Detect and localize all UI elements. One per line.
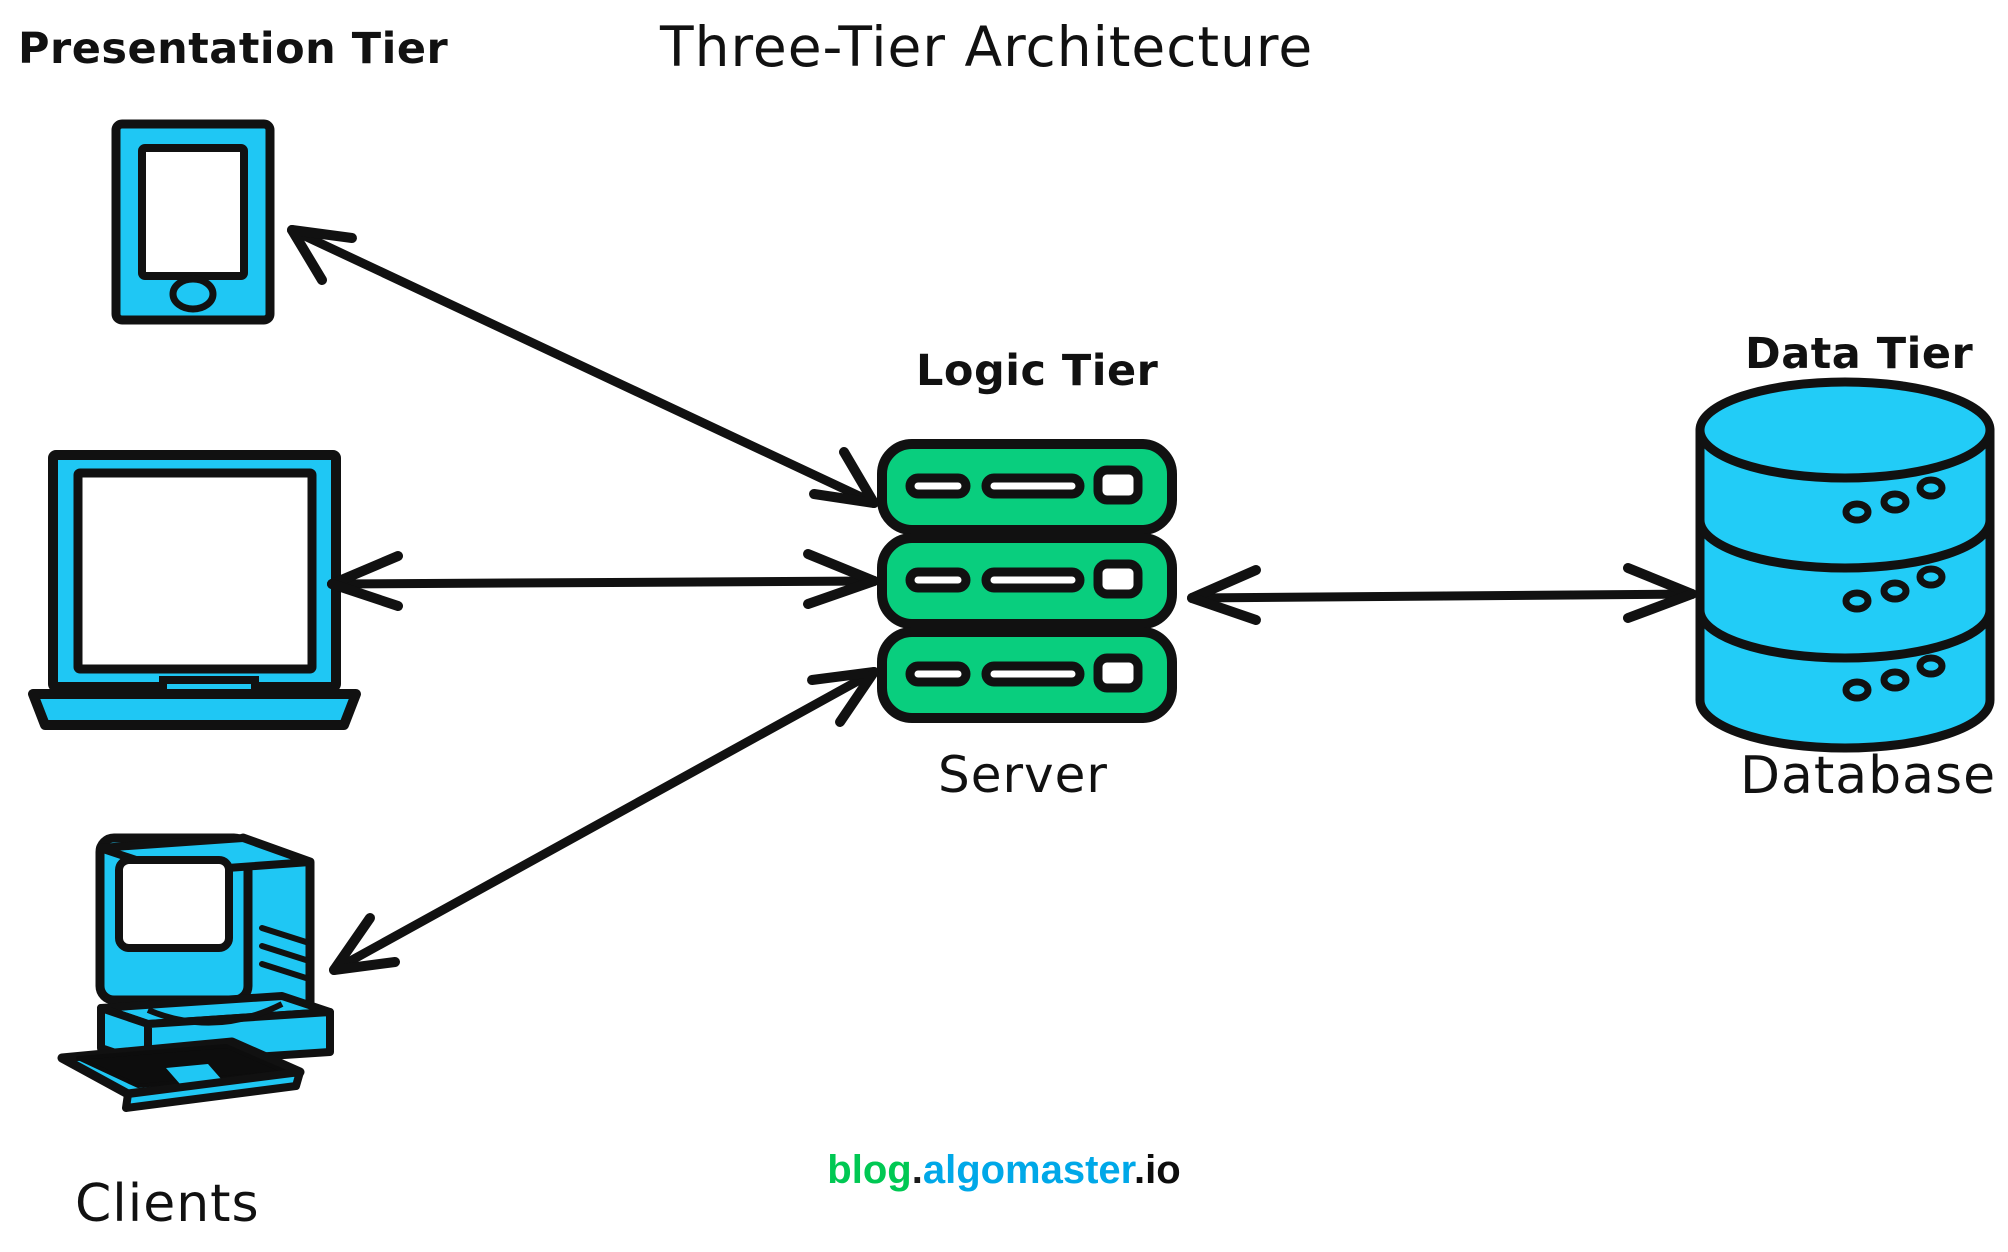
database-caption: Database [1740, 746, 1997, 806]
logic-tier-heading: Logic Tier [916, 346, 1159, 396]
presentation-tier-heading: Presentation Tier [18, 24, 449, 74]
mobile-phone-icon[interactable] [111, 119, 275, 325]
connector-phone-to-server [287, 225, 879, 508]
server-stack-icon[interactable] [877, 439, 1177, 723]
server-node-1 [877, 439, 1177, 535]
desktop-computer-icon[interactable] [57, 833, 334, 1112]
server-node-3 [877, 627, 1177, 723]
data-tier-heading: Data Tier [1745, 329, 1974, 379]
connector-server-to-database [1187, 563, 1697, 625]
brand-blog-text: blog [827, 1148, 912, 1192]
clients-caption: Clients [75, 1174, 260, 1234]
database-cylinder-icon[interactable] [1695, 377, 1995, 753]
server-caption: Server [938, 746, 1108, 804]
connector-laptop-to-server [327, 549, 879, 611]
brand-algomaster-text: algomaster [922, 1148, 1135, 1192]
brand-tld-text: .io [1134, 1148, 1181, 1192]
connector-desktop-to-server [329, 667, 879, 975]
laptop-icon[interactable] [28, 450, 361, 730]
brand-dot-separator: . [911, 1148, 923, 1192]
server-node-2 [877, 533, 1177, 629]
brand-watermark[interactable]: blog.algomaster.io [0, 1148, 2008, 1193]
page-title: Three-Tier Architecture [660, 15, 1314, 79]
